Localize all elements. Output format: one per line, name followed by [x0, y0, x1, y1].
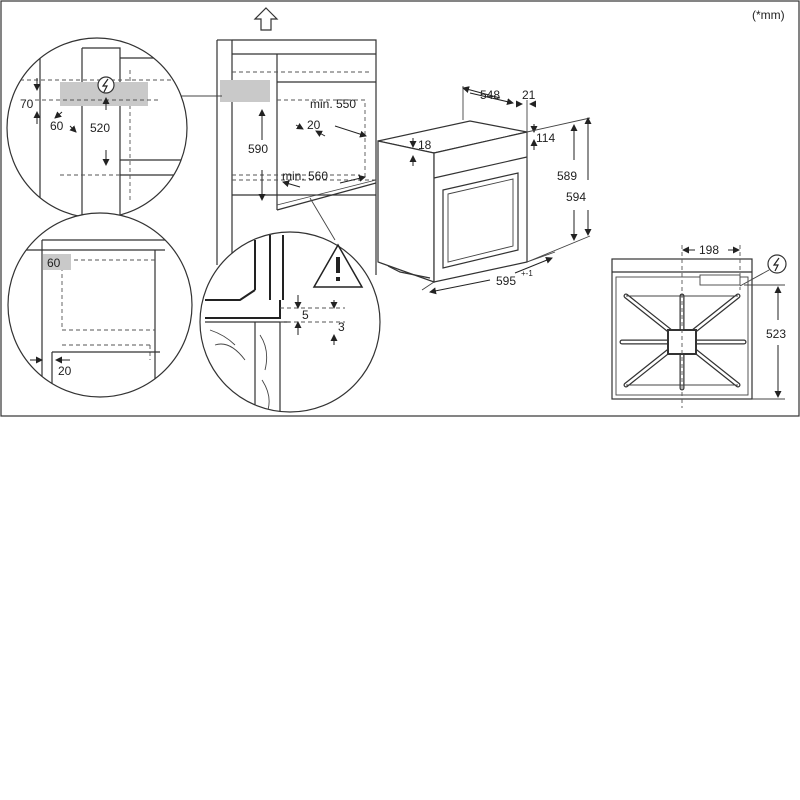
installation-diagram: (*mm) 590 min. 550 20 [0, 0, 800, 417]
detail-top-left: 70 60 520 [6, 37, 188, 219]
detail-bottom-mid: 5 3 [199, 231, 381, 413]
units-note: (*mm) [752, 8, 785, 22]
dim-18: 18 [418, 138, 432, 152]
dim-589: 589 [557, 169, 577, 183]
dim-594: 594 [566, 190, 586, 204]
dim-548: 548 [480, 88, 500, 102]
warning-icon [312, 243, 364, 288]
dim-3: 3 [338, 320, 345, 334]
dim-520: 520 [90, 121, 110, 135]
dim-min-560: min. 560 [282, 169, 328, 183]
ventilation-area [220, 80, 270, 102]
dim-114: 114 [536, 131, 555, 145]
dim-595-tolerance: +-1 [521, 269, 533, 278]
dim-523: 523 [766, 327, 786, 341]
dim-70: 70 [20, 97, 34, 111]
electric-connection-icon [97, 76, 115, 94]
up-arrow-icon [253, 7, 279, 31]
dim-5: 5 [302, 308, 309, 322]
detail-bottom-left: 60 20 [7, 212, 193, 398]
top-view-drawing: 198 523 [611, 243, 787, 408]
oven-drawing: 548 21 18 114 589 594 595 +-1 [377, 86, 592, 295]
dim-20: 20 [307, 118, 321, 132]
dim-595: 595 [496, 274, 516, 288]
dim-20-bottom: 20 [58, 364, 72, 378]
dim-590: 590 [248, 142, 268, 156]
dim-60: 60 [50, 119, 64, 133]
dim-min-550: min. 550 [310, 97, 356, 111]
dim-198: 198 [699, 243, 719, 257]
electric-connection-icon-topview [767, 254, 787, 274]
cabinet-drawing: 590 min. 550 20 min. 560 [181, 7, 377, 275]
dim-60-bottom: 60 [47, 256, 61, 270]
dim-21: 21 [522, 88, 536, 102]
